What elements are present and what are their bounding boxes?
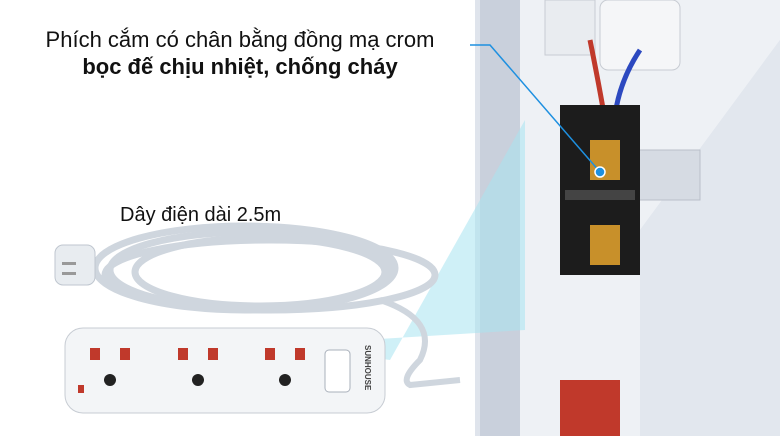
cable-length-caption: Dây điện dài 2.5m (120, 204, 282, 226)
zoom-beam (280, 120, 525, 360)
caption-line-2: bọc đế chịu nhiệt, chống cháy (82, 54, 398, 79)
power-strip: SUNHOUSE (64, 327, 386, 414)
caption-line-1: Phích cắm có chân bằng đồng mạ crom (45, 27, 435, 52)
callout-pointer (470, 44, 606, 178)
plug-pins-caption: Phích cắm có chân bằng đồng mạ crom bọc … (0, 26, 480, 80)
plug (54, 244, 96, 286)
brand-logo: SUNHOUSE (363, 345, 372, 391)
